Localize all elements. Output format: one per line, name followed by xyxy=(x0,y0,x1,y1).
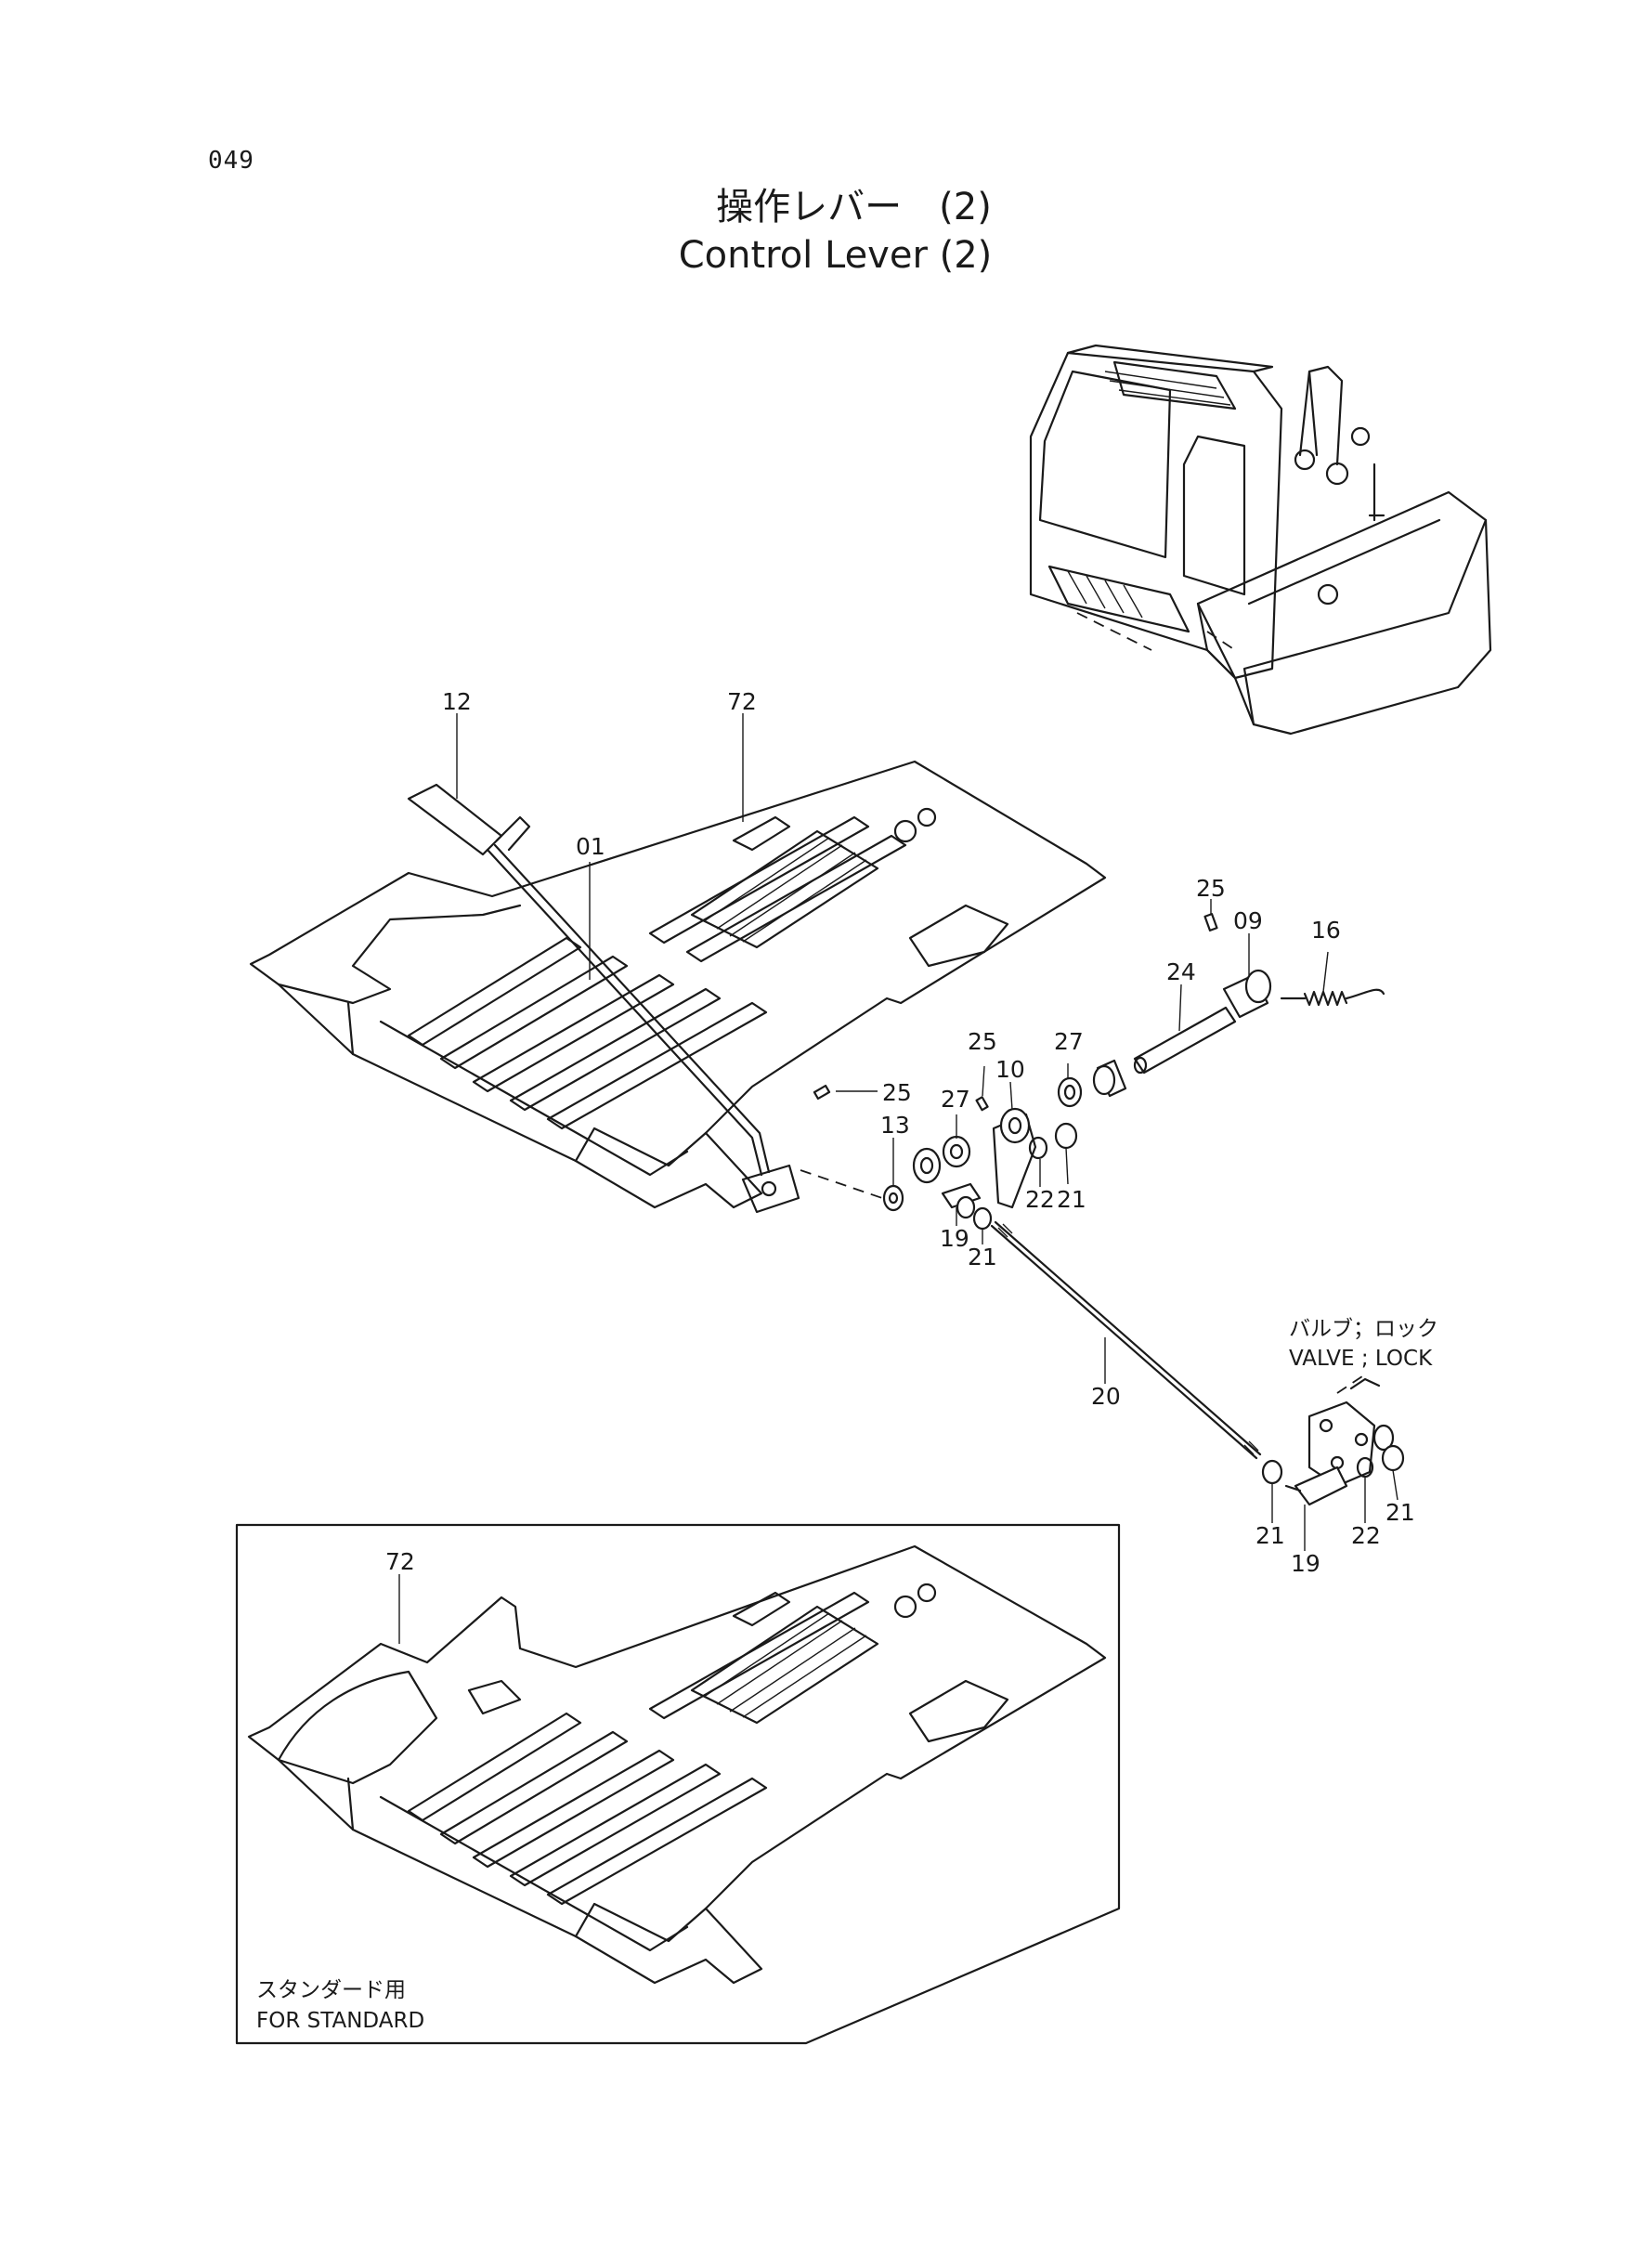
callout-22-mid: 22 xyxy=(1025,1186,1055,1213)
inset-note-japanese: スタンダード用 xyxy=(256,1978,406,2002)
callout-01: 01 xyxy=(576,833,605,860)
callout-21-mid: 21 xyxy=(1057,1186,1086,1213)
callout-09: 09 xyxy=(1233,907,1263,934)
callout-22-valve: 22 xyxy=(1351,1522,1381,1549)
title-japanese: 操作レバー (2) xyxy=(716,186,992,228)
callout-24: 24 xyxy=(1166,958,1196,985)
page-number: 049 xyxy=(208,147,254,175)
callout-25-lever: 25 xyxy=(882,1079,912,1106)
callout-21-valve-left: 21 xyxy=(1255,1522,1285,1549)
pin-25-lever xyxy=(800,1084,883,1199)
title-english: Control Lever (2) xyxy=(678,234,993,277)
callout-21-valve-right: 21 xyxy=(1385,1499,1415,1526)
callout-13: 13 xyxy=(880,1112,910,1139)
callout-21-low: 21 xyxy=(968,1244,997,1270)
lever xyxy=(407,783,800,1214)
linkage-parts xyxy=(882,913,1385,1460)
excavator-overview xyxy=(1029,344,1492,736)
callout-72-inset: 72 xyxy=(385,1548,415,1575)
callout-25-top: 25 xyxy=(1196,875,1226,902)
callout-72: 72 xyxy=(727,688,757,715)
valve-lock-assembly xyxy=(1261,1374,1405,1506)
callout-25-mid: 25 xyxy=(968,1028,997,1055)
callout-labels: 12 72 01 25 09 16 24 25 10 27 27 25 13 2… xyxy=(442,688,1438,1577)
callout-20: 20 xyxy=(1091,1383,1121,1410)
standard-inset: 72 スタンダード用 FOR STANDARD xyxy=(235,1523,1121,2045)
callout-19-mid: 19 xyxy=(940,1225,969,1252)
callout-19-valve: 19 xyxy=(1291,1550,1320,1577)
floor-plate xyxy=(249,760,1107,1209)
callout-12: 12 xyxy=(442,688,472,715)
valve-note-japanese: バルブ；ロック xyxy=(1289,1317,1438,1341)
callout-16: 16 xyxy=(1311,917,1341,944)
callout-27-right: 27 xyxy=(1054,1028,1084,1055)
callout-10: 10 xyxy=(995,1056,1025,1083)
callout-27-left: 27 xyxy=(941,1086,970,1113)
valve-note-english: VALVE ; LOCK xyxy=(1289,1347,1433,1371)
leader-lines xyxy=(456,713,1398,1551)
inset-note-english: FOR STANDARD xyxy=(256,2009,424,2033)
